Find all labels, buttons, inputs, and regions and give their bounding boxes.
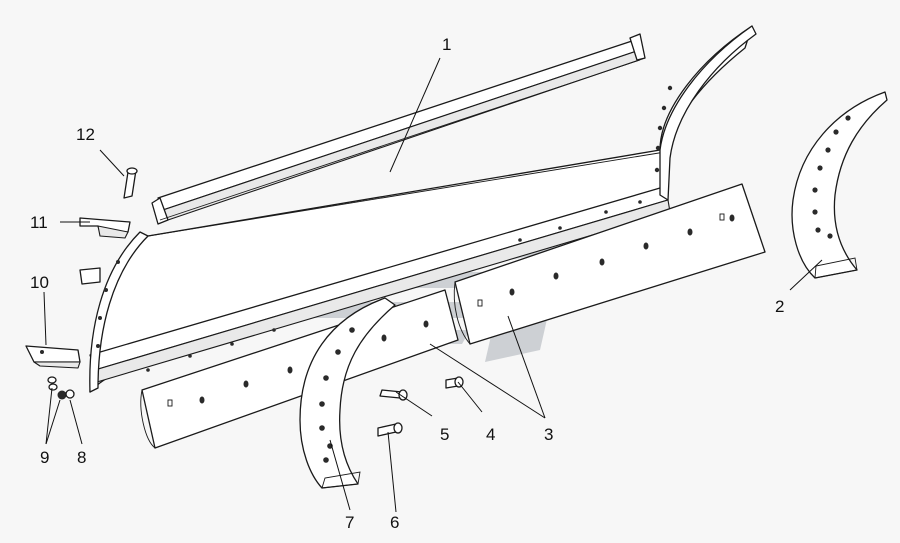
bolt-hole <box>199 396 205 404</box>
slot-hole <box>477 299 483 307</box>
pin <box>123 167 138 199</box>
bolt-hole <box>729 214 735 222</box>
bolt-hole <box>381 334 387 342</box>
nut-and-washers <box>47 376 75 400</box>
callout-5: 5 <box>440 425 449 444</box>
callout-8: 8 <box>77 448 86 467</box>
callouts: 1 2 3 4 5 6 7 8 9 10 11 12 <box>30 35 784 532</box>
bolt-hole <box>655 145 661 151</box>
callout-3: 3 <box>544 425 553 444</box>
bolt-hole <box>230 342 234 346</box>
callout-1: 1 <box>442 35 451 54</box>
bolt-hole <box>553 272 559 280</box>
bolt-hole <box>509 288 515 296</box>
bolt-hole <box>423 320 429 328</box>
bolt-hole <box>661 105 667 111</box>
slot-hole <box>167 399 173 407</box>
callout-4: 4 <box>486 425 495 444</box>
bolt-hole <box>657 125 663 131</box>
bolt-hole <box>687 228 693 236</box>
bolt-hole <box>654 167 660 173</box>
bolt-hole <box>667 85 673 91</box>
callout-9: 9 <box>40 448 49 467</box>
bolt-hole <box>98 316 102 320</box>
bolt-hole <box>638 200 642 204</box>
callout-12: 12 <box>76 125 95 144</box>
bolt-hole <box>243 380 249 388</box>
bolt-hole <box>272 328 276 332</box>
callout-6: 6 <box>390 513 399 532</box>
callout-11: 11 <box>30 213 48 232</box>
bolt-hole <box>558 226 562 230</box>
bolt-hole <box>96 344 100 348</box>
bolt-hole <box>146 368 150 372</box>
callout-10: 10 <box>30 273 49 292</box>
slot-hole <box>719 213 725 221</box>
bolt-hole <box>104 288 108 292</box>
callout-2: 2 <box>775 297 784 316</box>
bolt-4 <box>445 376 464 389</box>
cutting-edge-right <box>453 183 766 345</box>
bolt-hole <box>518 238 522 242</box>
bolt-5 <box>379 389 408 401</box>
bolt-hole <box>116 260 120 264</box>
upper-bracket <box>79 217 131 239</box>
bolt-hole <box>643 242 649 250</box>
bolt-hole <box>604 210 608 214</box>
main-blade <box>89 25 757 393</box>
bolt-6 <box>377 422 403 437</box>
callout-7: 7 <box>345 513 354 532</box>
end-bit-right <box>791 91 888 279</box>
bolt-hole <box>188 354 192 358</box>
lower-bracket <box>25 267 101 369</box>
leader-lines <box>43 57 823 513</box>
bolt-hole <box>599 258 605 266</box>
end-bit-left <box>299 297 396 489</box>
bolt-hole <box>287 366 293 374</box>
